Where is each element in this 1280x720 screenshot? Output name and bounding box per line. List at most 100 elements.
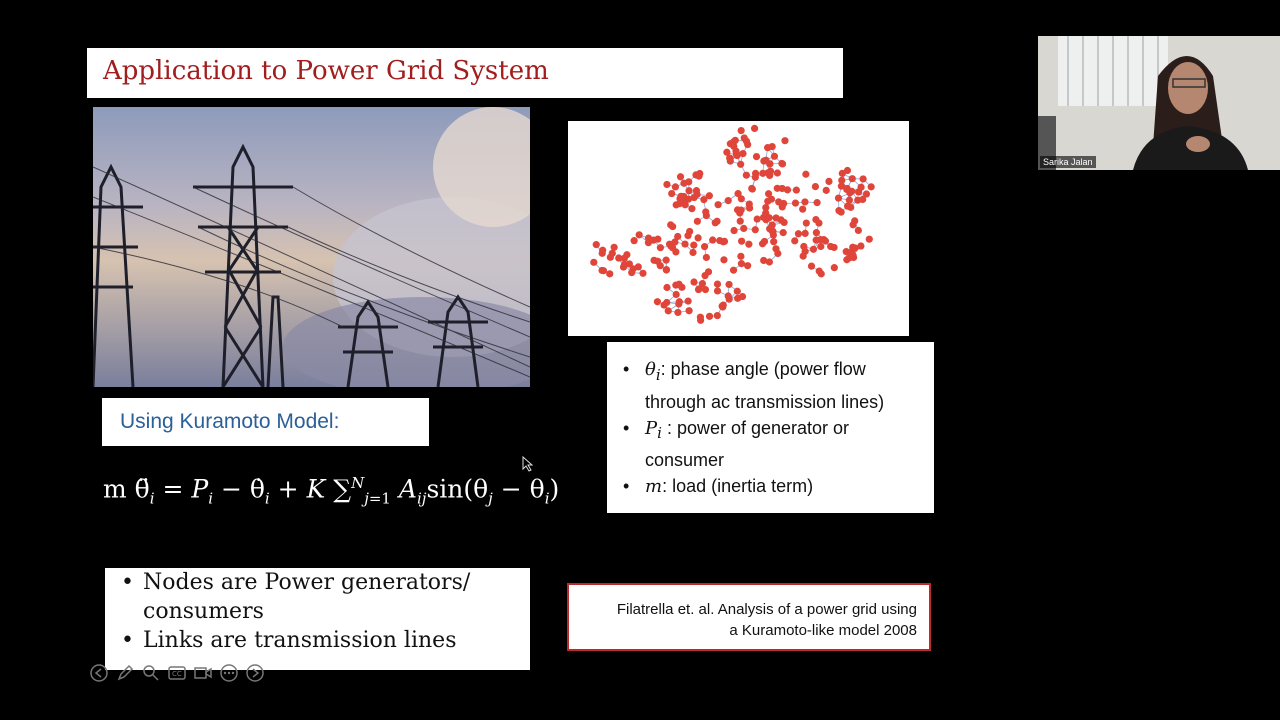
network-node [625,260,633,268]
network-node [781,137,789,145]
network-node [635,231,643,239]
network-node [696,313,704,321]
network-node [750,124,759,133]
network-node [731,136,739,144]
network-node [857,242,865,250]
pen-icon[interactable] [114,662,136,684]
network-node [764,169,772,177]
network-node [766,160,774,168]
next-icon[interactable] [244,662,266,684]
network-node [610,243,618,251]
network-node [737,195,745,203]
network-node [794,230,803,238]
network-node [725,280,733,289]
network-node [634,263,642,271]
participant-video-tile[interactable]: Sarika Jalan [1038,36,1280,170]
network-node [738,237,746,245]
network-node [713,280,722,288]
network-node [838,169,846,177]
slideshow-toolbar: CC [88,662,266,684]
network-node [701,285,710,294]
network-node [720,256,728,264]
network-node [751,169,760,178]
zoom-icon[interactable] [140,662,162,684]
network-node [667,221,675,229]
network-node [779,229,787,237]
network-node [813,199,821,207]
network-node [849,221,857,229]
model-label-box: Using Kuramoto Model: [102,398,429,446]
more-icon[interactable] [218,662,240,684]
network-node [730,226,738,235]
network-node [854,196,862,204]
network-node [736,217,744,225]
network-node [709,236,717,244]
network-node [681,240,689,248]
network-node [680,192,688,201]
captions-icon[interactable]: CC [166,662,188,684]
network-node [815,267,823,275]
network-node [742,171,750,179]
network-node [834,194,843,202]
network-node [730,142,738,150]
bullet-nodes: Nodes are Power generators/ consumers [121,568,521,626]
network-node [606,253,614,261]
network-node [745,200,753,208]
network-node [694,234,702,242]
network-node [830,243,838,252]
network-node [729,266,738,274]
network-node [685,307,693,315]
network-node [653,298,662,306]
slide-title: Application to Power Grid System [103,56,549,86]
network-node [848,175,856,183]
network-node [792,186,800,194]
network-node [843,184,851,193]
network-node [690,278,698,286]
power-grid-network-graph [568,121,909,336]
network-node [760,237,769,246]
network-node [705,192,713,200]
network-node [628,269,636,277]
svg-text:CC: CC [172,670,182,678]
network-node [822,186,830,194]
network-node [801,247,809,255]
network-node [693,217,701,225]
symbol-legend-box: θi: phase angle (power flow through ac t… [607,342,934,513]
video-icon[interactable] [192,662,214,684]
network-node [705,312,714,320]
network-node [811,182,820,191]
network-node [663,283,671,292]
network-node [690,241,698,249]
network-node [623,251,631,259]
network-node [695,285,703,293]
network-node [726,154,734,163]
network-node [599,267,608,275]
network-node [744,262,752,270]
network-node [766,225,774,233]
network-node [714,201,722,209]
network-node [739,149,747,158]
previous-icon[interactable] [88,662,110,684]
network-node [770,238,778,246]
network-node [745,240,753,248]
network-node [719,301,727,309]
nodes-links-box: Nodes are Power generators/ consumers Li… [105,568,530,670]
network-node [716,236,724,245]
network-node [664,307,672,315]
network-node [867,183,875,191]
legend-item-power: Pi : power of generator or consumer [623,415,923,474]
network-node [724,197,732,205]
network-node [838,176,846,184]
network-node [674,308,682,317]
network-node [732,149,740,158]
network-node [737,252,745,260]
network-node [859,175,867,183]
reference-box: Filatrella et. al. Analysis of a power g… [567,583,931,651]
network-node [689,248,697,257]
network-node [656,244,665,252]
kuramoto-equation: m θ̈i = Pi − θ̇i + K ∑Nj=1 Aijsin(θj − θ… [103,474,560,508]
reference-text: Filatrella et. al. Analysis of a power g… [616,601,917,639]
network-node [857,183,865,191]
network-node [700,243,709,251]
network-node [791,237,799,245]
